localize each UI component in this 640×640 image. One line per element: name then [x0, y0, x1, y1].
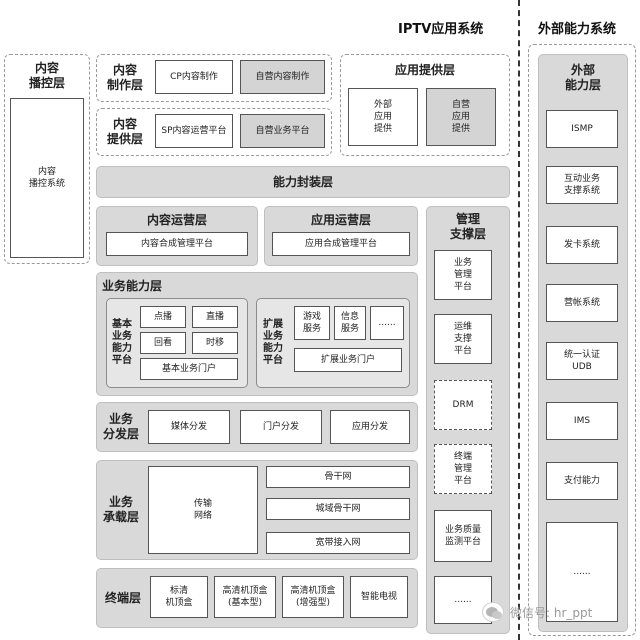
sd-stb: 标清 机顶盒: [150, 576, 208, 618]
content-provider-title: 内容 提供层: [106, 117, 143, 146]
ismp-box: ISMP: [546, 110, 618, 148]
service-management-platform: 业务 管理 平台: [434, 250, 492, 300]
service-distribution-title: 业务 分发层: [102, 412, 139, 441]
live-box: 直播: [192, 306, 238, 328]
content-composition-platform: 内容合成管理平台: [106, 232, 248, 256]
billing-system: 营帐系统: [546, 284, 618, 322]
cp-content-production: CP内容制作: [155, 60, 233, 94]
wechat-id-watermark: 微信号: hr_ppt: [510, 606, 593, 620]
management-support-title: 管理 支撑层: [449, 212, 486, 241]
extended-service-portal: 扩展业务门户: [294, 348, 402, 372]
hd-stb-enhanced: 高清机顶盒 (增强型): [282, 576, 344, 618]
interactive-service-support-system: 互动业务 支撑系统: [546, 166, 618, 204]
card-issuing-system: 发卡系统: [546, 226, 618, 264]
self-content-production: 自营内容制作: [240, 60, 325, 94]
capability-encapsulation-layer: 能力封装层: [96, 166, 510, 198]
transport-network: 传输 网络: [148, 466, 258, 554]
hd-stb-basic: 高清机顶盒 (基本型): [214, 576, 276, 618]
self-app-provider: 自营 应用 提供: [426, 88, 496, 146]
content-production-title: 内容 制作层: [106, 63, 143, 92]
timeshift-box: 时移: [192, 332, 238, 354]
content-playback-title: 内容 播控层: [28, 61, 65, 90]
service-capability-title: 业务能力层: [102, 278, 163, 293]
service-quality-monitor-platform: 业务质量 监测平台: [434, 510, 492, 562]
ims-box: IMS: [546, 402, 618, 440]
game-service-box: 游戏 服务: [294, 306, 330, 340]
terminal-title: 终端层: [104, 590, 141, 605]
smart-tv: 智能电视: [350, 576, 408, 618]
app-composition-platform: 应用合成管理平台: [272, 232, 410, 256]
metro-backbone-network: 城域骨干网: [266, 498, 410, 520]
service-bearer-title: 业务 承载层: [102, 495, 139, 524]
drm-box: DRM: [434, 380, 492, 430]
wechat-logo-icon: [482, 602, 504, 622]
ops-support-platform: 运维 支撑 平台: [434, 314, 492, 364]
external-app-provider: 外部 应用 提供: [348, 88, 418, 146]
external-more: ......: [546, 522, 618, 622]
app-distribution: 应用分发: [330, 410, 410, 444]
iptv-system-title: IPTV应用系统: [398, 22, 484, 37]
sp-content-platform: SP内容运营平台: [155, 114, 233, 148]
basic-capability-label: 基本 业务 能力 平台: [112, 319, 132, 366]
udb-auth-box: 统一认证 UDB: [546, 342, 618, 380]
payment-capability: 支付能力: [546, 462, 618, 500]
system-divider: [518, 0, 520, 640]
terminal-management-platform: 终端 管理 平台: [434, 444, 492, 494]
extended-capability-label: 扩展 业务 能力 平台: [263, 319, 283, 366]
backbone-network: 骨干网: [266, 466, 410, 488]
content-playback-system: 内容 播控系统: [10, 98, 84, 258]
external-capability-title: 外部 能力层: [564, 63, 601, 92]
basic-service-portal: 基本业务门户: [140, 358, 238, 380]
playback-box: 回看: [140, 332, 186, 354]
info-service-box: 信息 服务: [334, 306, 366, 340]
app-operation-title: 应用运营层: [310, 212, 371, 227]
broadband-access-network: 宽带接入网: [266, 532, 410, 554]
self-service-platform: 自营业务平台: [240, 114, 325, 148]
external-system-title: 外部能力系统: [538, 22, 617, 37]
extended-more-box: ......: [370, 306, 404, 340]
app-provider-title: 应用提供层: [394, 62, 455, 77]
content-operation-title: 内容运营层: [146, 212, 207, 227]
portal-distribution: 门户分发: [240, 410, 322, 444]
media-distribution: 媒体分发: [148, 410, 230, 444]
vod-box: 点播: [140, 306, 186, 328]
